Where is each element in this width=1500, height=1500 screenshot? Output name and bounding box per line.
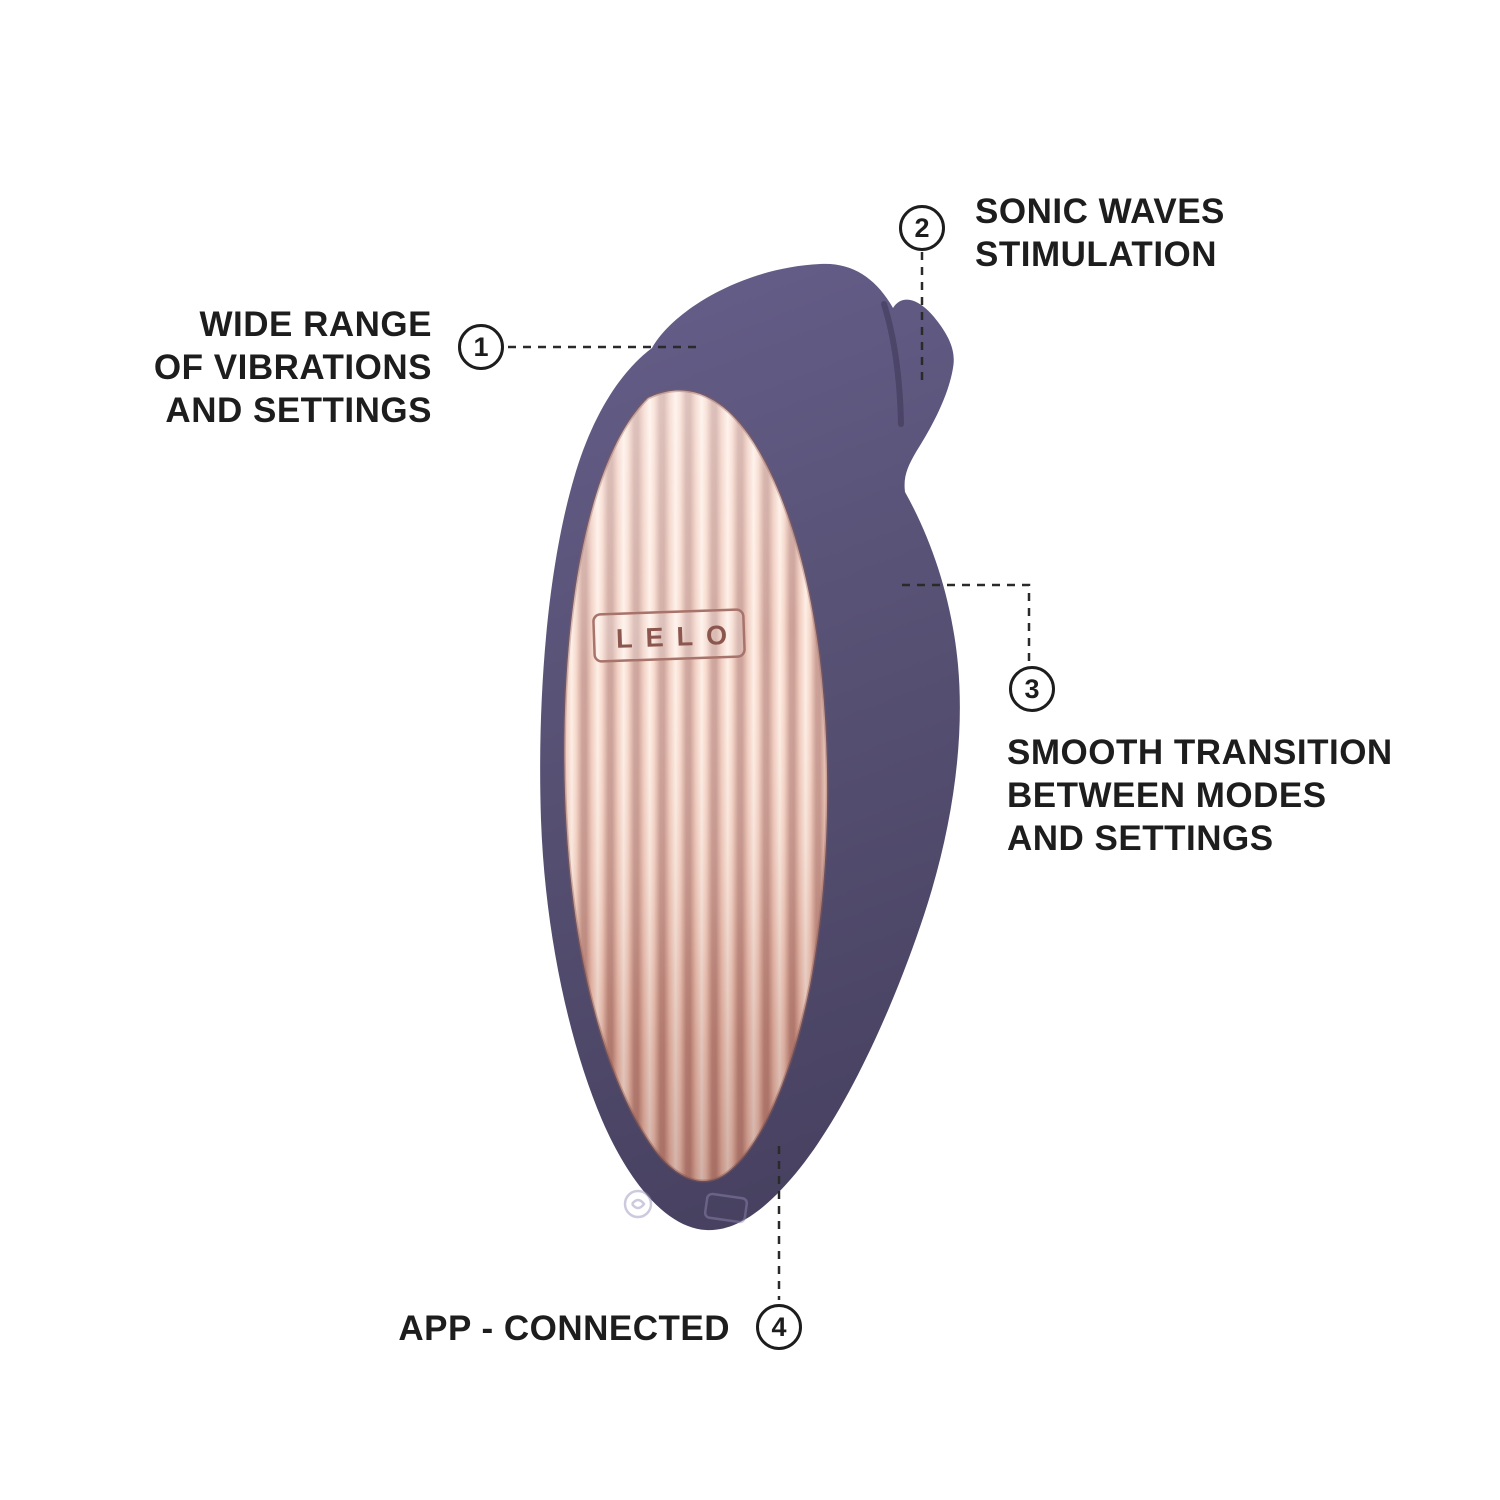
callout-number-3: 3 <box>1009 666 1055 712</box>
callout-sonic-waves-label: SONIC WAVES STIMULATION <box>975 190 1225 276</box>
callout-line: AND SETTINGS <box>165 391 432 430</box>
callout-number-text: 4 <box>771 1311 787 1342</box>
callout-number-1: 1 <box>458 324 504 370</box>
embossed-marks <box>623 1189 749 1224</box>
faceplate-glow <box>564 390 828 1181</box>
callout-app-connected-label: APP - CONNECTED <box>398 1307 730 1350</box>
leader-lines <box>508 252 1031 1300</box>
callout-line: WIDE RANGE <box>199 305 432 344</box>
callout-line: STIMULATION <box>975 235 1218 274</box>
callout-smooth-transition-label: SMOOTH TRANSITION BETWEEN MODES AND SETT… <box>1007 731 1393 860</box>
callout-number-4: 4 <box>756 1304 802 1350</box>
leader-line-3 <box>902 583 1031 662</box>
callout-line: OF VIBRATIONS <box>153 348 432 387</box>
lelo-logo-plate: LELO <box>592 608 746 663</box>
callout-number-text: 1 <box>473 331 489 362</box>
callout-vibrations-label: WIDE RANGE OF VIBRATIONS AND SETTINGS <box>154 303 432 432</box>
callout-line: SMOOTH TRANSITION <box>1007 733 1393 772</box>
lelo-logo-text: LELO <box>616 620 741 654</box>
callout-line: BETWEEN MODES <box>1007 776 1327 815</box>
callout-line: SONIC WAVES <box>975 192 1225 231</box>
callout-line: AND SETTINGS <box>1007 819 1274 858</box>
callout-number-text: 2 <box>914 212 930 243</box>
callout-number-2: 2 <box>899 205 945 251</box>
callout-line: APP - CONNECTED <box>398 1309 730 1348</box>
callout-number-text: 3 <box>1024 673 1040 704</box>
mouth-crease <box>881 301 904 427</box>
